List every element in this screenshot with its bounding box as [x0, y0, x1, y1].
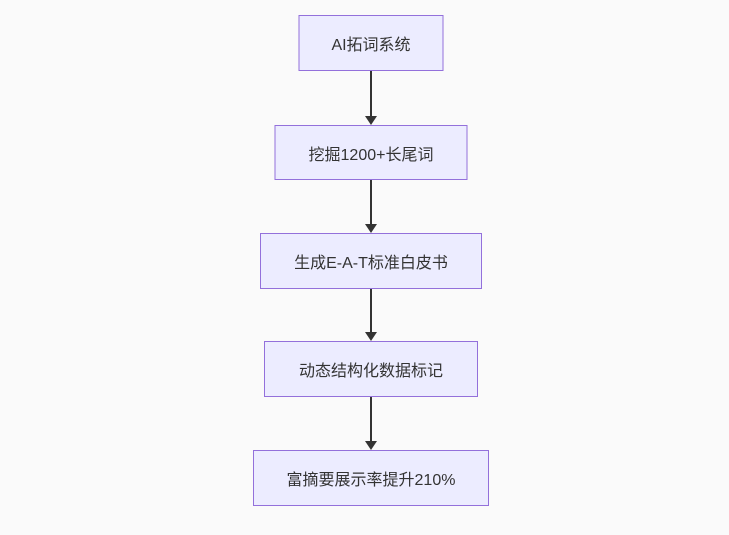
arrow-line	[370, 289, 372, 332]
flowchart-node-rich-snippet-rate: 富摘要展示率提升210%	[253, 450, 489, 506]
arrow-head-icon	[365, 332, 377, 341]
arrow-line	[370, 71, 372, 116]
node-label: 动态结构化数据标记	[298, 363, 443, 380]
arrow-line	[370, 180, 372, 224]
flowchart-arrow-1	[365, 71, 377, 125]
arrow-head-icon	[365, 116, 377, 125]
arrow-line	[370, 397, 372, 441]
node-label: 富摘要展示率提升210%	[286, 472, 456, 489]
flowchart-node-eat-whitepaper: 生成E-A-T标准白皮书	[260, 233, 482, 289]
flowchart-node-longtail-keywords: 挖掘1200+长尾词	[274, 125, 468, 180]
flowchart-node-ai-word-system: AI拓词系统	[298, 15, 444, 71]
flowchart-node-structured-data-markup: 动态结构化数据标记	[264, 341, 478, 397]
node-label: AI拓词系统	[331, 37, 411, 54]
node-label: 挖掘1200+长尾词	[308, 146, 434, 164]
flowchart-arrow-4	[365, 397, 377, 450]
arrow-head-icon	[365, 224, 377, 233]
arrow-head-icon	[365, 441, 377, 450]
flowchart-arrow-2	[365, 180, 377, 233]
flowchart-arrow-3	[365, 289, 377, 341]
node-label: 生成E-A-T标准白皮书	[294, 255, 448, 272]
